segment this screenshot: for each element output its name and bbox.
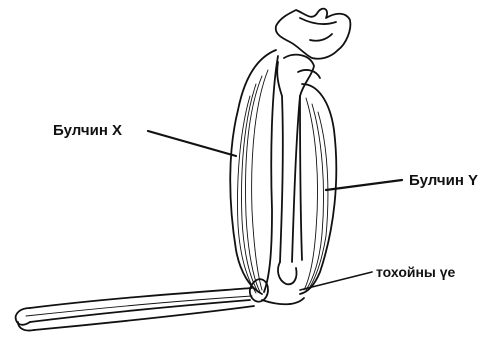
shoulder-blade [276, 9, 351, 59]
label-elbow-joint: тохойны үе [376, 265, 455, 279]
humerus-bone [277, 55, 314, 285]
muscle-y [298, 70, 336, 294]
leader-line-y [326, 180, 402, 190]
label-muscle-x: Булчин X [53, 123, 122, 138]
leader-line-x [148, 131, 236, 156]
label-muscle-y: Булчин Y [409, 173, 478, 188]
muscle-x [230, 50, 278, 294]
